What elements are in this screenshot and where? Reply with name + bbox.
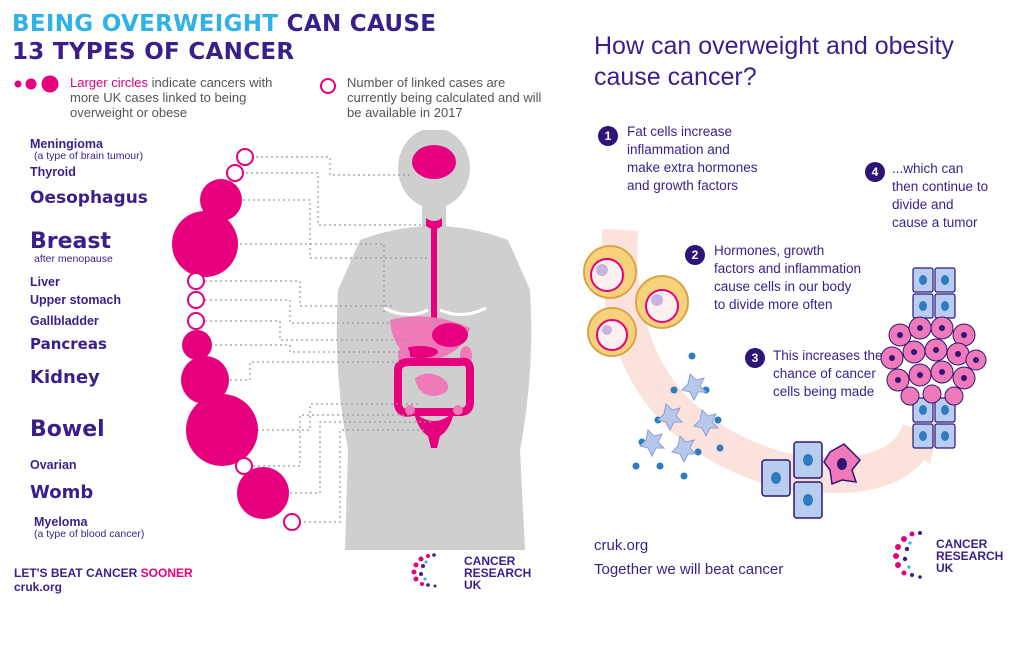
- connector-lines: [205, 156, 440, 523]
- label-bowel: Bowel: [30, 417, 105, 442]
- step-4-number: 4: [865, 162, 885, 182]
- cruk-logo-text-left: CANCER RESEARCH UK: [464, 555, 531, 591]
- logo-r-line-2: RESEARCH: [936, 549, 1004, 563]
- label-thyroid: Thyroid: [30, 165, 76, 179]
- logo-line-1: CANCER: [464, 554, 516, 568]
- size-legend-icon: [14, 75, 59, 93]
- title-line2: 13 TYPES OF CANCER: [12, 39, 295, 65]
- footer-tagline-highlight: SOONER: [140, 566, 193, 580]
- cruk-logo-icon-right: [893, 531, 922, 579]
- stomach-icon: [432, 323, 468, 347]
- fat-cells: [583, 245, 689, 357]
- footer-url[interactable]: cruk.org: [14, 580, 63, 594]
- legend-size-text: Larger circles indicate cancers with mor…: [70, 75, 290, 120]
- process-diagram: [583, 229, 987, 519]
- sub-meningioma: (a type of brain tumour): [34, 150, 144, 162]
- logo-r-line-1: CANCER: [936, 537, 988, 551]
- label-ovarian: Ovarian: [30, 458, 77, 472]
- step-3-text: This increases the chance of cancer cell…: [773, 348, 883, 399]
- footer-tagline: LET'S BEAT CANCER: [14, 566, 141, 580]
- label-kidney: Kidney: [30, 367, 100, 388]
- label-womb: Womb: [30, 482, 94, 503]
- label-myeloma: Myeloma: [34, 515, 88, 529]
- label-oesophagus: Oesophagus: [30, 188, 148, 208]
- label-pancreas: Pancreas: [30, 335, 107, 353]
- womb-icon: [414, 412, 454, 448]
- label-meningioma: Meningioma: [30, 137, 103, 151]
- hormone-particles: [632, 352, 724, 480]
- dividing-cells: [761, 441, 862, 519]
- oesophagus-icon: [431, 225, 437, 320]
- logo-line-3: UK: [464, 578, 482, 592]
- body-diagram: [172, 130, 532, 550]
- right-title: How can overweight and obesity cause can…: [594, 31, 954, 93]
- left-footer: LET'S BEAT CANCER SOONER cruk.org: [14, 566, 193, 594]
- label-upper-stomach: Upper stomach: [30, 293, 121, 307]
- label-breast: Breast: [30, 229, 111, 254]
- step-1-number: 1: [598, 126, 618, 146]
- logo-r-line-3: UK: [936, 561, 954, 575]
- right-title-line1: How can overweight and obesity: [594, 32, 954, 60]
- tumor-cluster: [880, 267, 987, 449]
- legend-highlight: Larger circles: [70, 75, 149, 90]
- step-3-number: 3: [745, 348, 765, 368]
- title-rest: CAN CAUSE: [278, 11, 437, 37]
- cancer-circles: [172, 148, 301, 531]
- pancreas-icon: [402, 346, 438, 358]
- brain-icon: [412, 145, 456, 179]
- sub-breast: after menopause: [34, 253, 113, 265]
- pending-legend-icon: [320, 78, 336, 94]
- right-title-line2: cause cancer?: [594, 63, 757, 91]
- step-2-number: 2: [685, 245, 705, 265]
- bowel-icon: [394, 357, 474, 417]
- step-1-text: Fat cells increase inflammation and make…: [627, 124, 758, 193]
- label-gallbladder: Gallbladder: [30, 314, 99, 328]
- right-footer-tagline: Together we will beat cancer: [594, 561, 784, 578]
- legend-pending-text: Number of linked cases are currently bei…: [347, 75, 542, 120]
- step-2-text: Hormones, growth factors and inflammatio…: [714, 243, 862, 312]
- step-4-text: ...which can then continue to divide and…: [892, 161, 989, 230]
- title-highlight: BEING OVERWEIGHT: [12, 11, 279, 37]
- sub-myeloma: (a type of blood cancer): [34, 528, 145, 540]
- legend-rest: indicate cancers with more UK cases link…: [70, 75, 273, 120]
- cruk-logo-icon: [411, 553, 437, 588]
- label-liver: Liver: [30, 275, 60, 289]
- left-title: BEING OVERWEIGHT CAN CAUSE 13 TYPES OF C…: [12, 10, 436, 66]
- logo-line-2: RESEARCH: [464, 566, 532, 580]
- thyroid-icon: [426, 218, 442, 229]
- cruk-logo-text-right: CANCER RESEARCH UK: [936, 538, 1003, 574]
- right-footer-url[interactable]: cruk.org: [594, 537, 649, 554]
